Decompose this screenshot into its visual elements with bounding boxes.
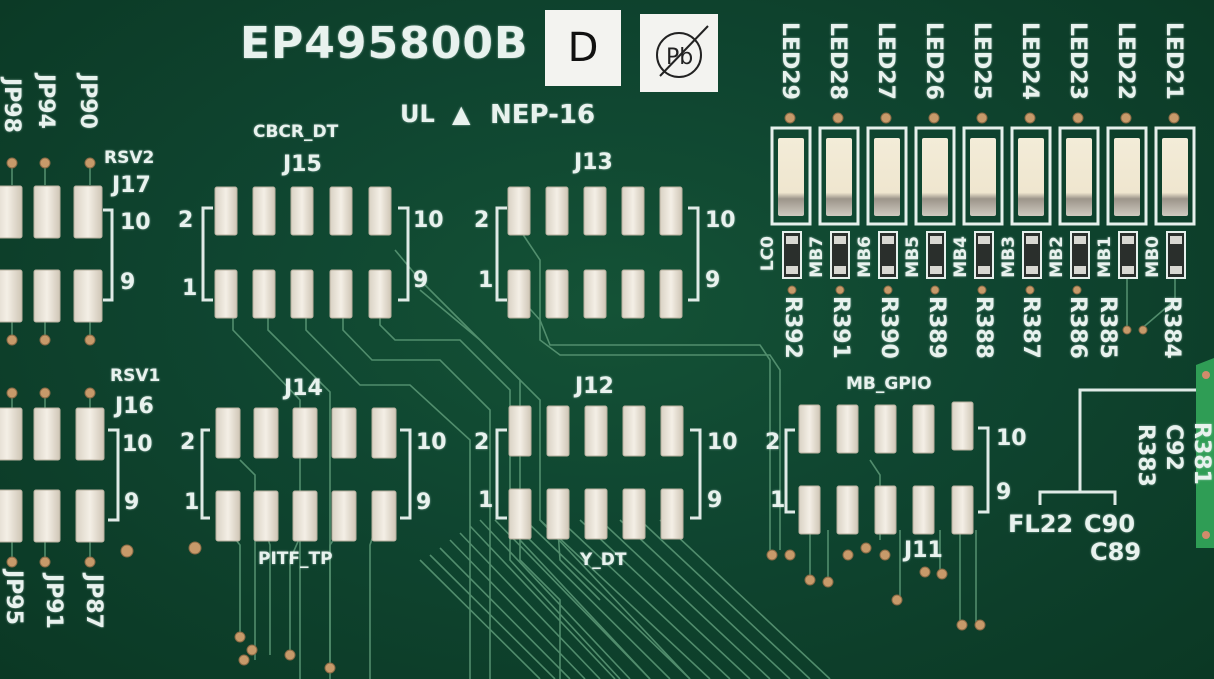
- j12-pin10-label: 10: [707, 430, 738, 455]
- part-number-label: EP495800B: [240, 18, 529, 69]
- jumper-label: JP87: [81, 574, 106, 629]
- jumper-label: JP91: [41, 574, 66, 629]
- resistor-label: R386: [1065, 296, 1090, 359]
- j13-pin9-label: 9: [705, 268, 721, 293]
- r381-label: R381: [1189, 422, 1214, 485]
- c90-label: C90: [1084, 510, 1136, 538]
- resistor-label: R388: [971, 296, 996, 359]
- jumper-label: JP95: [1, 570, 26, 625]
- led-label: LED22: [1113, 22, 1138, 100]
- j11-pin10-label: 10: [996, 426, 1027, 451]
- j15-pin2-label: 2: [178, 208, 194, 233]
- led-label: LED28: [825, 22, 850, 100]
- j11-ref-label: J11: [904, 538, 943, 563]
- signal-label: MB6: [855, 236, 875, 278]
- signal-label: LC0: [758, 236, 778, 272]
- j11-pin2-label: 2: [765, 430, 781, 455]
- r383-label: R383: [1133, 424, 1158, 487]
- j17-pin10-label: 10: [120, 210, 151, 235]
- led-label: LED23: [1065, 22, 1090, 100]
- j16-ref-label: J16: [115, 394, 154, 419]
- j13-ref-label: J13: [574, 150, 613, 175]
- resistor-label: R385: [1095, 296, 1120, 359]
- led-label: LED21: [1161, 22, 1186, 100]
- j11-pin1-label: 1: [770, 488, 786, 513]
- resistor-label: R391: [828, 296, 853, 359]
- j17-ref-label: J17: [112, 173, 151, 198]
- j14-ref-label: J14: [284, 376, 323, 401]
- j15-pin9-label: 9: [413, 268, 429, 293]
- j16-pin10-label: 10: [122, 432, 153, 457]
- header-outlines: [103, 206, 1214, 522]
- led-label: LED25: [969, 22, 994, 100]
- j15-pin10-label: 10: [413, 208, 444, 233]
- ul-mark: UL: [400, 100, 435, 128]
- signal-label: MB0: [1143, 236, 1163, 278]
- j13-pin1-label: 1: [478, 268, 494, 293]
- jumper-label: JP98: [0, 78, 24, 133]
- j15-ref-label: J15: [283, 152, 322, 177]
- board-edge-strip: [1196, 358, 1214, 548]
- header-pads: [0, 185, 974, 543]
- j11-pin9-label: 9: [996, 480, 1012, 505]
- signal-label: MB7: [807, 236, 827, 278]
- j12-pin9-label: 9: [707, 488, 723, 513]
- j12-net-label: Y_DT: [580, 550, 627, 570]
- fl22-label: FL22: [1008, 510, 1074, 538]
- j16-pin9-label: 9: [124, 490, 140, 515]
- signal-label: MB5: [903, 236, 923, 278]
- j12-pin1-label: 1: [478, 488, 494, 513]
- lead-free-badge: Pb: [640, 14, 718, 92]
- jumper-label: JP90: [75, 74, 100, 129]
- j17-pin9-label: 9: [120, 270, 136, 295]
- led-label: LED24: [1017, 22, 1042, 100]
- j13-pin10-label: 10: [705, 208, 736, 233]
- resistor-label: R389: [924, 296, 949, 359]
- j15-pin1-label: 1: [182, 276, 198, 301]
- j14-pin2-label: 2: [180, 430, 196, 455]
- c89-label: C89: [1090, 538, 1142, 566]
- j13-pin2-label: 2: [474, 208, 490, 233]
- resistor-label: R384: [1159, 296, 1184, 359]
- led-array: [770, 126, 1196, 279]
- j11-net-label: MB_GPIO: [846, 374, 932, 394]
- j12-pin2-label: 2: [474, 430, 490, 455]
- resistor-label: R392: [780, 296, 805, 359]
- j12-ref-label: J12: [575, 374, 614, 399]
- j14-net-label: PITF_TP: [258, 549, 333, 569]
- resistor-label: R390: [876, 296, 901, 359]
- signal-label: MB4: [951, 236, 971, 278]
- led-label: LED27: [873, 22, 898, 100]
- j14-pin1-label: 1: [184, 490, 200, 515]
- led-label: LED29: [777, 22, 802, 100]
- led-label: LED26: [921, 22, 946, 100]
- jumper-label: JP94: [33, 74, 58, 129]
- j14-pin10-label: 10: [416, 430, 447, 455]
- copper-traces: [11, 165, 1176, 679]
- j15-net-label: CBCR_DT: [253, 122, 339, 142]
- signal-label: MB2: [1047, 236, 1067, 278]
- j14-pin9-label: 9: [416, 490, 432, 515]
- signal-label: MB3: [999, 236, 1019, 278]
- nep-code-label: NEP-16: [490, 100, 596, 130]
- pb-free-icon: Pb: [656, 25, 709, 78]
- resistor-label: R387: [1018, 296, 1043, 359]
- revision-badge: D: [545, 10, 621, 86]
- c92-label: C92: [1161, 424, 1186, 471]
- signal-label: MB1: [1095, 236, 1115, 278]
- warning-triangle-icon: ▲: [452, 100, 471, 128]
- j16-net-label: RSV1: [110, 366, 161, 386]
- vias: [6, 112, 1180, 674]
- j17-net-label: RSV2: [104, 148, 155, 168]
